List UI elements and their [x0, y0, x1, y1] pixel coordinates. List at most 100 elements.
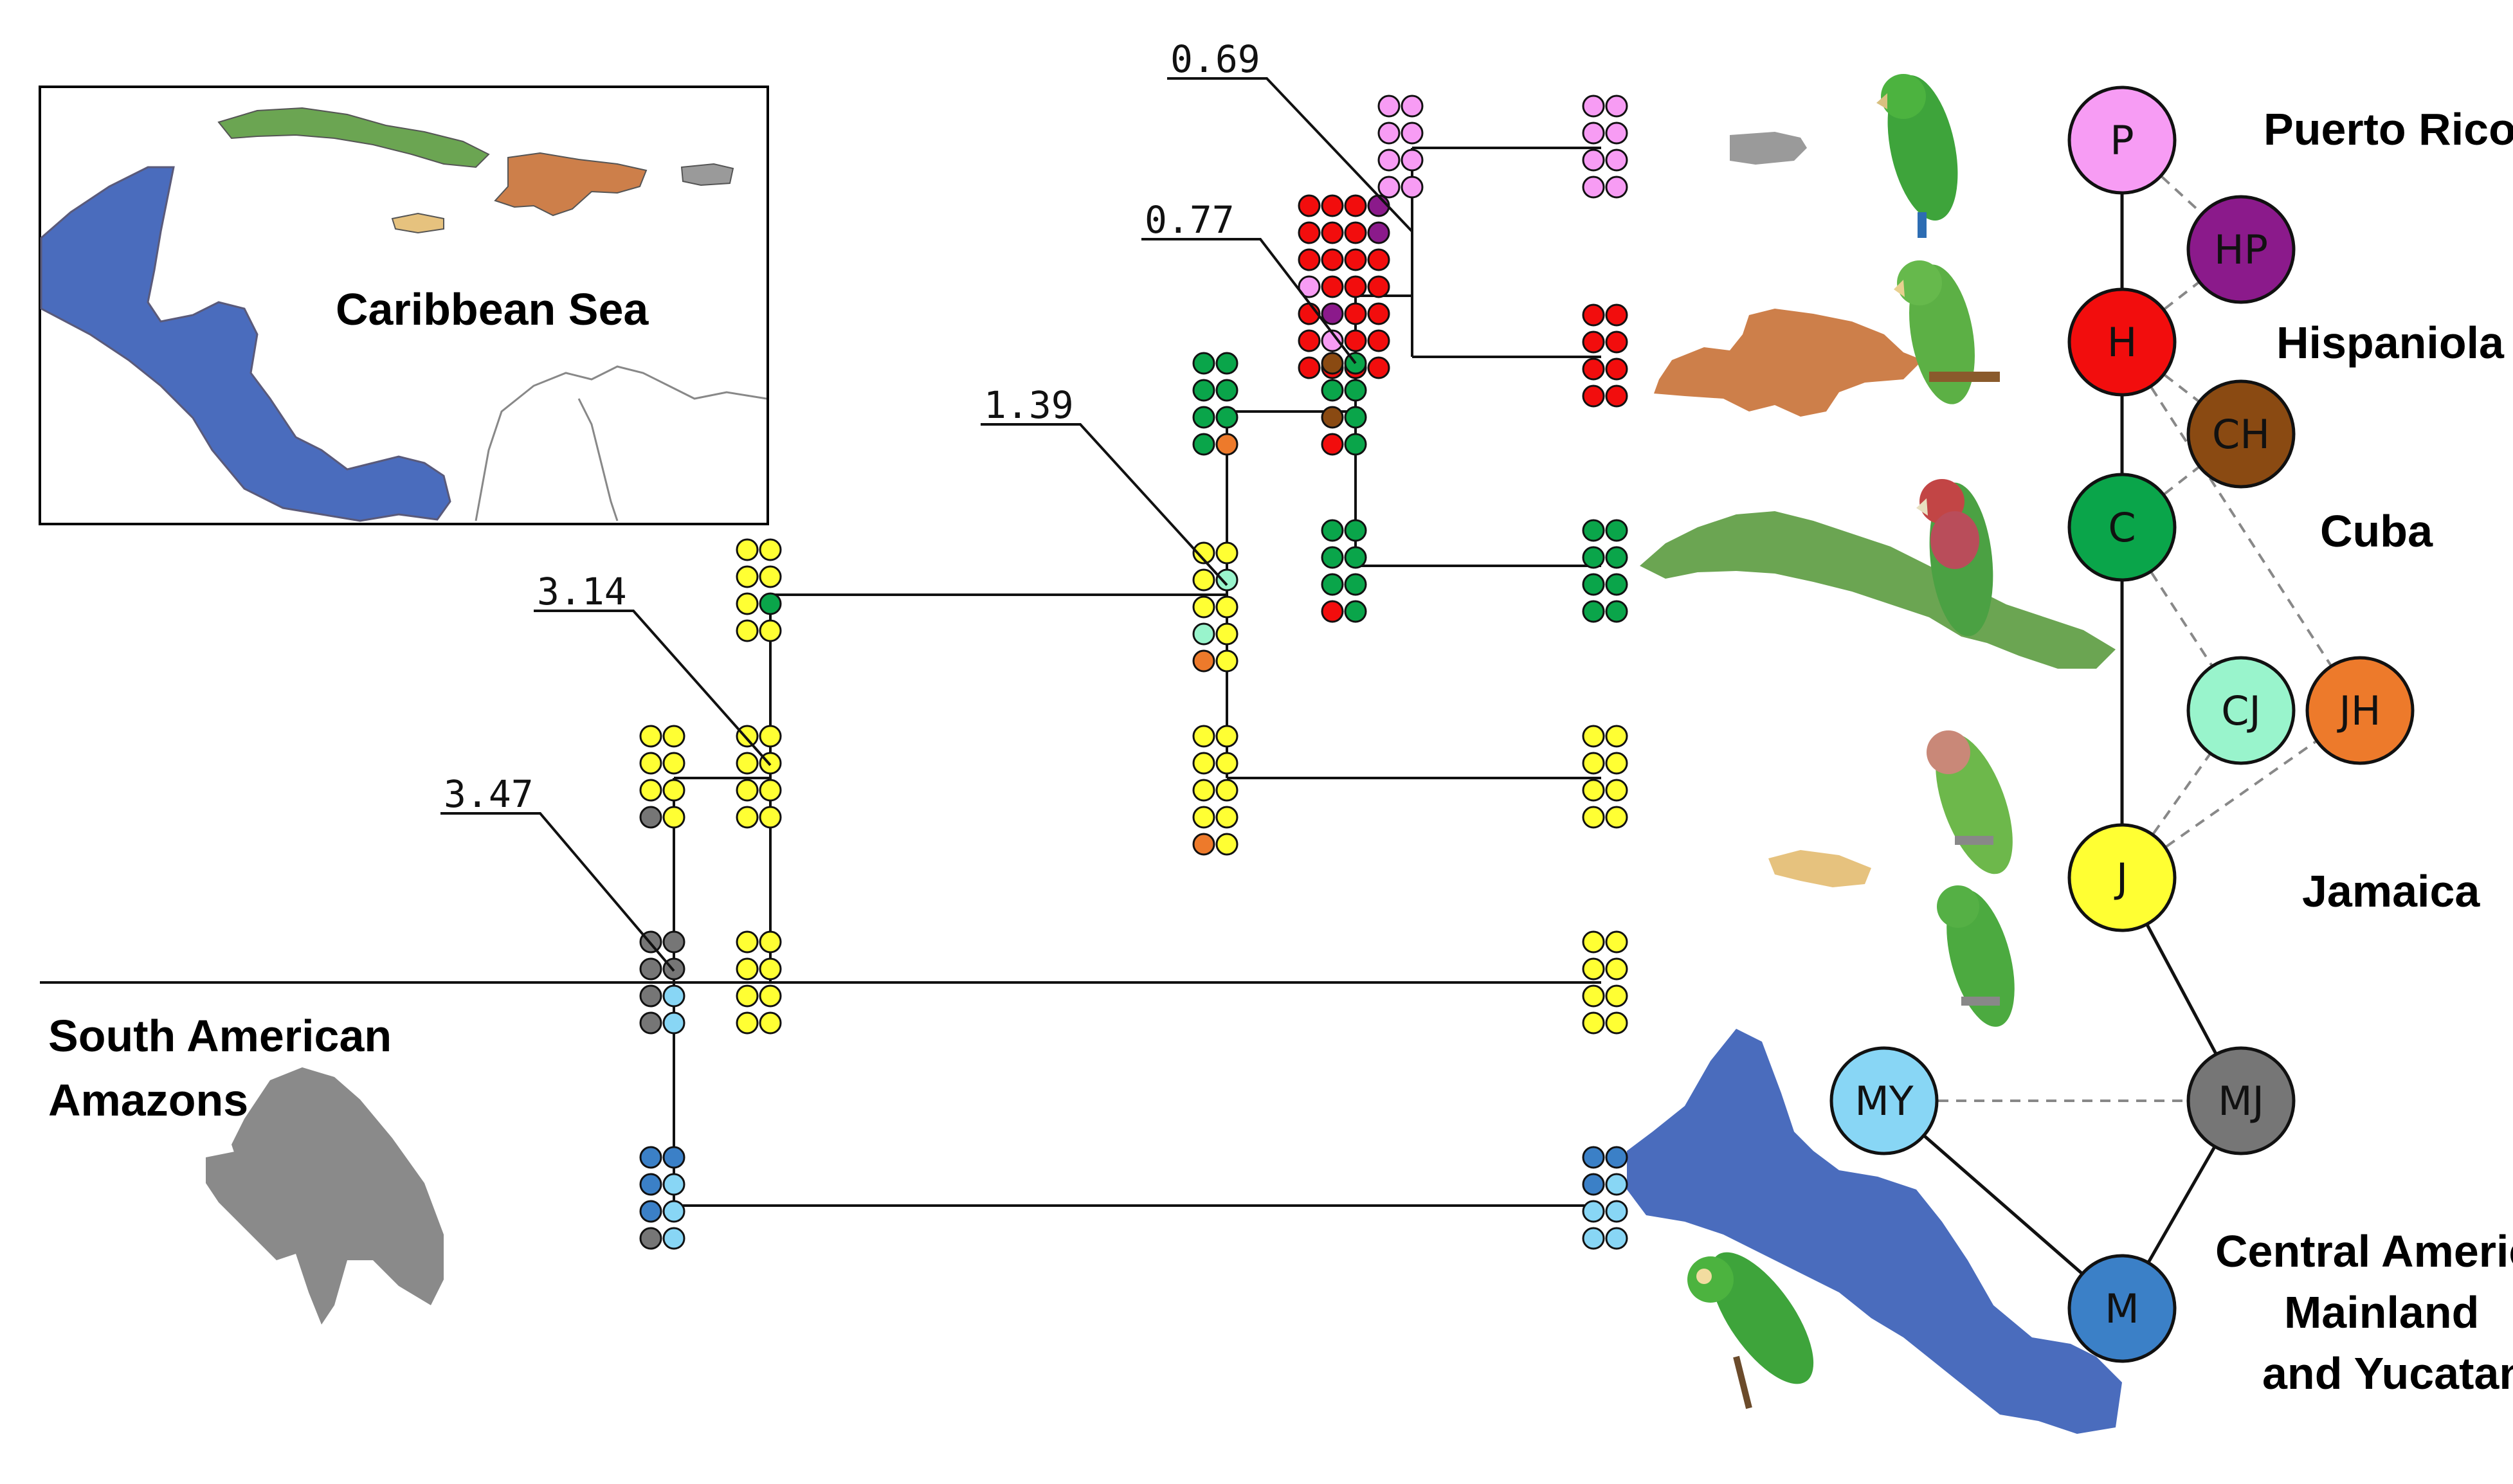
- inset-map: Caribbean Sea: [39, 86, 769, 525]
- sample-mj: [639, 1011, 662, 1035]
- parrot-mainland: [1687, 1252, 1814, 1409]
- sample-c: [1321, 573, 1344, 596]
- sample-p: [1401, 95, 1424, 118]
- sample-p: [1401, 149, 1424, 172]
- sample-j: [1215, 622, 1238, 646]
- divergence-time-label: 3.14: [537, 570, 627, 613]
- sample-h: [1344, 194, 1367, 217]
- sample-j: [736, 930, 759, 954]
- sample-c: [1215, 406, 1238, 429]
- sample-my: [1605, 1200, 1628, 1223]
- jamaica-map: [1768, 850, 1871, 887]
- sample-c: [1344, 519, 1367, 542]
- sample-c: [1321, 519, 1344, 542]
- sample-m: [1582, 1146, 1605, 1169]
- sample-my: [1582, 1200, 1605, 1223]
- sample-c: [1344, 406, 1367, 429]
- haplogroup-node-j: J: [2067, 823, 2177, 932]
- sample-j: [759, 930, 782, 954]
- sample-p: [1377, 122, 1401, 145]
- sample-h: [1367, 302, 1390, 325]
- sample-c: [1321, 379, 1344, 402]
- sample-j: [662, 752, 685, 775]
- sample-j: [662, 806, 685, 829]
- sample-mj: [639, 1227, 662, 1250]
- sample-block-tip-1: [1582, 303, 1628, 408]
- haplogroup-node-hp: HP: [2186, 195, 2296, 304]
- sample-j: [759, 779, 782, 802]
- sample-j: [736, 957, 759, 981]
- sample-j: [736, 538, 759, 561]
- haplogroup-label: CH: [2212, 411, 2270, 458]
- sample-j: [1192, 541, 1215, 565]
- sample-mj: [639, 984, 662, 1008]
- phylogeny-samples: [639, 95, 1628, 1250]
- sample-p: [1582, 149, 1605, 172]
- inset-cuba-shape: [217, 107, 490, 168]
- sample-c: [1192, 379, 1215, 402]
- sample-j: [1192, 568, 1215, 592]
- sample-j: [639, 779, 662, 802]
- label-jamaica: Jamaica: [2302, 866, 2480, 916]
- sample-p: [1377, 95, 1401, 118]
- parrot-cuba: [1916, 479, 1993, 637]
- parrot-jamaica-2: [1937, 885, 2015, 1027]
- sample-c: [1605, 600, 1628, 623]
- sample-h: [1605, 303, 1628, 327]
- haplogroup-label: MJ: [2218, 1078, 2264, 1125]
- sample-p: [1321, 329, 1344, 352]
- sample-c: [1582, 546, 1605, 569]
- label-cuba: Cuba: [2320, 506, 2433, 556]
- sample-my: [662, 1227, 685, 1250]
- network-dashed-edge-h-jh: [2121, 341, 2361, 712]
- sample-j: [1192, 595, 1215, 619]
- sample-h: [1321, 433, 1344, 456]
- sample-h: [1321, 194, 1344, 217]
- sample-h: [1582, 303, 1605, 327]
- sample-p: [1605, 95, 1628, 118]
- inset-mainland-shape: [40, 166, 451, 522]
- haplogroup-circle: [2186, 656, 2296, 765]
- sample-block-tip-5: [1582, 1146, 1628, 1250]
- sample-j: [736, 1011, 759, 1035]
- sample-j: [759, 565, 782, 588]
- sample-j: [1192, 752, 1215, 775]
- sample-mj: [639, 806, 662, 829]
- sample-c: [1605, 573, 1628, 596]
- sample-m: [639, 1146, 662, 1169]
- haplogroup-label: C: [2108, 504, 2136, 551]
- sample-c: [1582, 519, 1605, 542]
- phylogeny-branches: [40, 147, 1601, 1207]
- sample-h: [1367, 356, 1390, 379]
- sample-j: [1582, 930, 1605, 954]
- sample-j: [1192, 806, 1215, 829]
- sample-p: [1298, 275, 1321, 298]
- sample-my: [662, 1011, 685, 1035]
- sample-h: [1582, 385, 1605, 408]
- sample-p: [1401, 122, 1424, 145]
- sample-j: [1605, 984, 1628, 1008]
- sample-block-internal-9: [736, 930, 782, 1035]
- sample-j: [1215, 649, 1238, 673]
- sample-j: [1605, 806, 1628, 829]
- sample-h: [1321, 600, 1344, 623]
- parrot-hispaniola: [1894, 260, 2000, 404]
- sample-j: [759, 619, 782, 642]
- sample-c: [1192, 433, 1215, 456]
- sample-c: [1344, 600, 1367, 623]
- sample-p: [1605, 122, 1628, 145]
- sample-h: [1298, 194, 1321, 217]
- sample-c: [1344, 433, 1367, 456]
- haplogroup-label: CJ: [2221, 687, 2261, 734]
- sample-j: [1582, 752, 1605, 775]
- haplogroup-circle: [2067, 86, 2177, 195]
- divergence-time-label: 0.77: [1145, 198, 1235, 242]
- label-mainland-line2: Mainland: [2284, 1287, 2479, 1337]
- hispaniola-map: [1654, 309, 1923, 417]
- haplogroup-node-my: MY: [1829, 1046, 1939, 1155]
- sample-j: [639, 752, 662, 775]
- sample-h: [1344, 275, 1367, 298]
- sample-h: [1344, 329, 1367, 352]
- sample-m: [639, 1173, 662, 1196]
- sample-my: [1582, 1227, 1605, 1250]
